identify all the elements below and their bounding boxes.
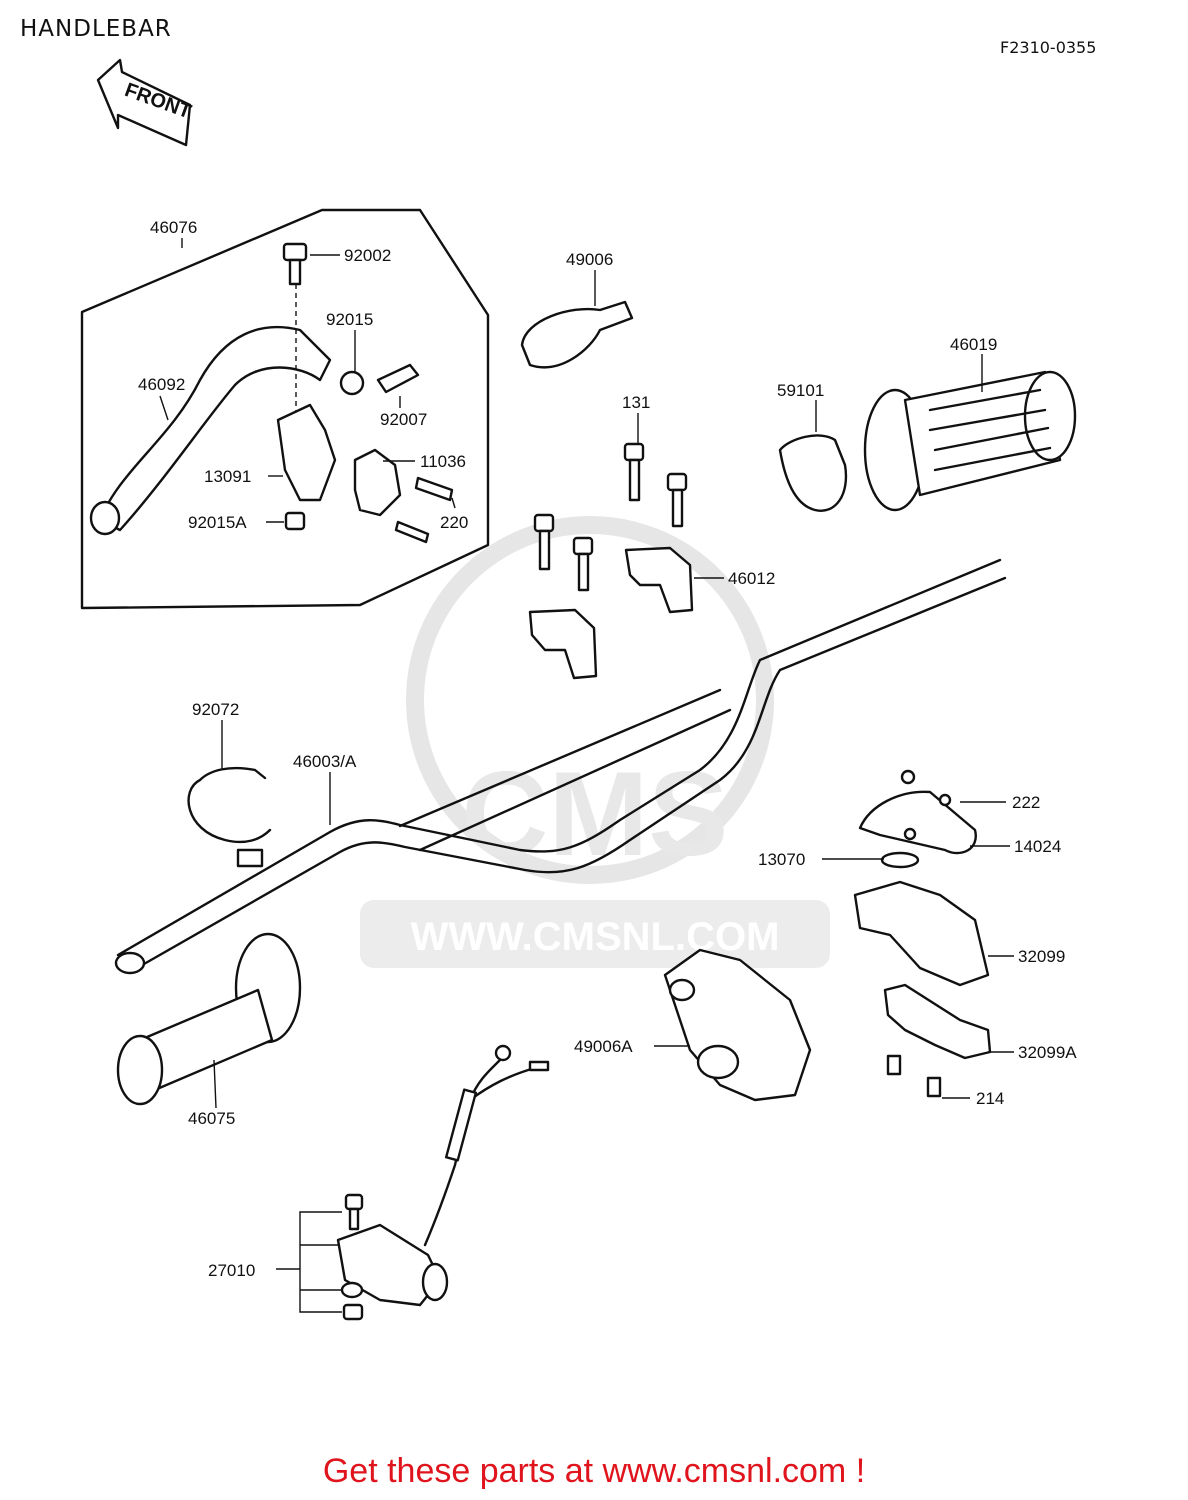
- label-46012: 46012: [728, 569, 775, 588]
- screw-222c-icon: [900, 769, 916, 785]
- label-92007: 92007: [380, 410, 427, 429]
- nut-92015a-icon: [284, 511, 306, 531]
- lever-assembly-box: [80, 208, 490, 610]
- label-46075: 46075: [188, 1109, 235, 1128]
- label-92015a: 92015A: [188, 513, 247, 532]
- label-92072: 92072: [192, 700, 239, 719]
- switch-housing-32099-icon: [853, 880, 990, 987]
- band-clip-icon: [236, 848, 264, 868]
- footer-link[interactable]: Get these parts at www.cmsnl.com !: [322, 1452, 866, 1490]
- label-11036: 11036: [420, 452, 466, 471]
- parts-diagram: CMS WWW.CMSNL.COM FRONT: [80, 58, 1077, 1321]
- label-32099a: 32099A: [1018, 1043, 1077, 1062]
- label-13091: 13091: [204, 467, 251, 486]
- label-131: 131: [622, 393, 650, 412]
- label-222: 222: [1012, 793, 1040, 812]
- label-14024: 14024: [1014, 837, 1061, 856]
- left-grip-icon: [116, 932, 302, 1106]
- label-32099: 32099: [1018, 947, 1065, 966]
- housing-bore-large-icon: [696, 1044, 740, 1080]
- holder-clamp-icon: [353, 448, 402, 517]
- label-13070: 13070: [758, 850, 805, 869]
- label-49006: 49006: [566, 250, 613, 269]
- bolt-92002-icon: [282, 242, 308, 420]
- label-92002: 92002: [344, 246, 391, 265]
- handlebar-clamp-lower-icon: [528, 608, 598, 680]
- label-59101: 59101: [777, 381, 824, 400]
- label-27010: 27010: [208, 1261, 255, 1280]
- throttle-cover-icon: [520, 300, 634, 369]
- throttle-housing-icon: [663, 948, 812, 1102]
- label-46092: 46092: [138, 375, 185, 394]
- label-92015: 92015: [326, 310, 373, 329]
- label-46019: 46019: [950, 335, 997, 354]
- handlebar-icon: [116, 558, 1007, 974]
- lever-holder-icon: [276, 403, 337, 502]
- handlebar-clamp-upper-icon: [624, 546, 694, 614]
- wire-band-icon: [187, 766, 272, 844]
- screw-222b-icon: [938, 793, 952, 807]
- diagram-code: F2310-0355: [1000, 38, 1097, 57]
- handlebar-crossbar-icon: [398, 688, 732, 852]
- bolt-92007-icon: [376, 363, 420, 394]
- engine-stop-switch-icon: [336, 1044, 550, 1321]
- label-49006a: 49006A: [574, 1037, 633, 1056]
- right-grip-icon: [863, 370, 1077, 512]
- label-220: 220: [440, 513, 468, 532]
- label-46076: 46076: [150, 218, 197, 237]
- switch-cover-14024-icon: [858, 790, 977, 855]
- washer-92015-icon: [339, 370, 365, 396]
- front-arrow-icon: FRONT: [96, 58, 194, 147]
- screw-214a-icon: [886, 1054, 902, 1076]
- bolt-220-icon: [414, 476, 454, 502]
- screw-214b-icon: [926, 1076, 942, 1098]
- grommet-13070-icon: [880, 851, 920, 869]
- watermark-brand: CMS: [462, 747, 729, 881]
- label-214: 214: [976, 1089, 1004, 1108]
- leader-lines: [159, 238, 1014, 1313]
- switch-housing-32099a-icon: [883, 983, 992, 1060]
- clutch-lever-icon: [98, 325, 332, 532]
- throttle-pulley-icon: [778, 434, 848, 512]
- handlebar-end-icon: [114, 951, 146, 975]
- screw-222a-icon: [903, 827, 917, 841]
- lever-end-icon: [89, 500, 121, 536]
- label-46003a: 46003/A: [293, 752, 357, 771]
- bolts-131-icon: [533, 442, 688, 592]
- housing-bore-icon: [668, 978, 696, 1002]
- bolt-screw-icon: [394, 520, 430, 544]
- watermark-url: WWW.CMSNL.COM: [411, 915, 780, 959]
- diagram-title: HANDLEBAR: [20, 16, 172, 42]
- watermark-logo: CMS WWW.CMSNL.COM: [360, 516, 830, 968]
- part-labels: 46076 92002 92015 46092 92007 13091 1103…: [138, 218, 1077, 1280]
